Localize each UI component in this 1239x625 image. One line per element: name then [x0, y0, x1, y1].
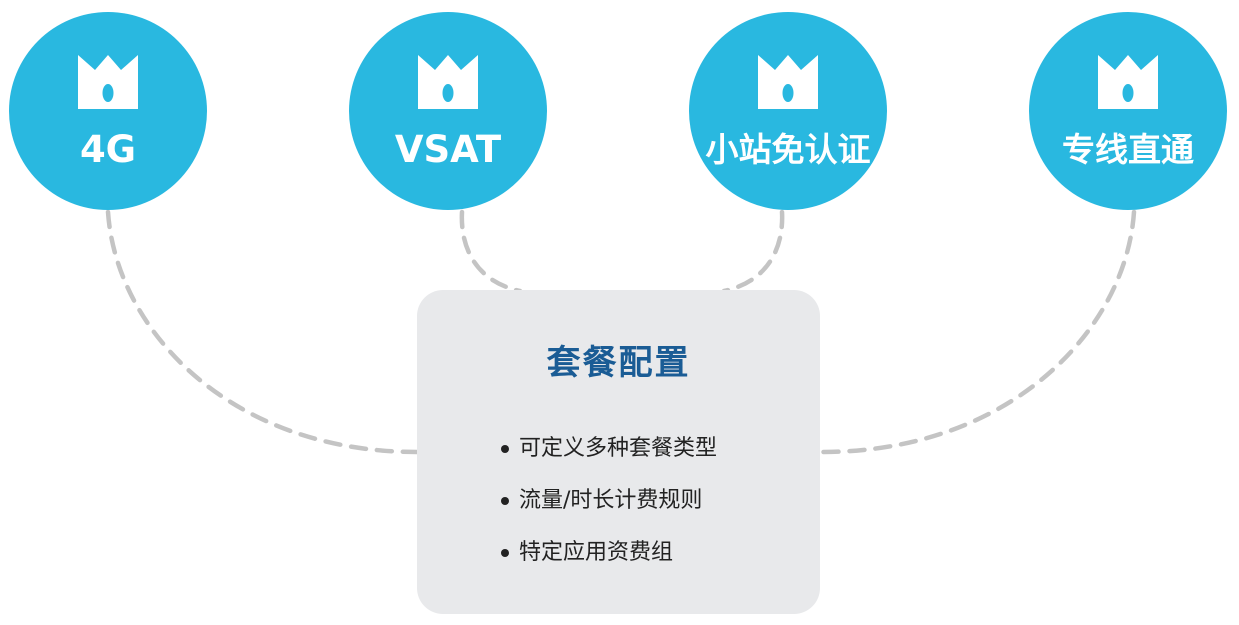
bullet-icon — [501, 549, 509, 557]
connector-vsat — [459, 209, 523, 294]
feature-text: 特定应用资费组 — [519, 540, 674, 565]
crown-icon — [758, 55, 818, 109]
node-vsat: VSAT — [349, 12, 547, 210]
crown-icon — [78, 55, 138, 109]
node-small-station: 小站免认证 — [689, 12, 887, 210]
node-label: VSAT — [394, 128, 502, 171]
feature-item: 特定应用资费组 — [501, 540, 717, 566]
node-dedicated-line: 专线直通 — [1029, 12, 1227, 210]
bullet-icon — [501, 497, 509, 505]
node-label: 4G — [79, 128, 137, 171]
node-label: 专线直通 — [1062, 130, 1194, 169]
bullet-icon — [501, 445, 509, 453]
connector-dedicated-line — [819, 209, 1137, 455]
node-4g: 4G — [9, 12, 207, 210]
feature-item: 可定义多种套餐类型 — [501, 436, 717, 462]
package-config-card: 套餐配置 可定义多种套餐类型 流量/时长计费规则 特定应用资费组 — [417, 290, 820, 614]
feature-list: 可定义多种套餐类型 流量/时长计费规则 特定应用资费组 — [501, 436, 717, 592]
feature-text: 流量/时长计费规则 — [519, 488, 703, 513]
feature-text: 可定义多种套餐类型 — [519, 436, 718, 461]
node-label: 小站免认证 — [705, 130, 871, 169]
card-title: 套餐配置 — [546, 343, 691, 383]
feature-item: 流量/时长计费规则 — [501, 488, 717, 514]
connector-small-station — [721, 209, 785, 294]
connector-4g — [105, 209, 420, 455]
crown-icon — [418, 55, 478, 109]
crown-icon — [1098, 55, 1158, 109]
